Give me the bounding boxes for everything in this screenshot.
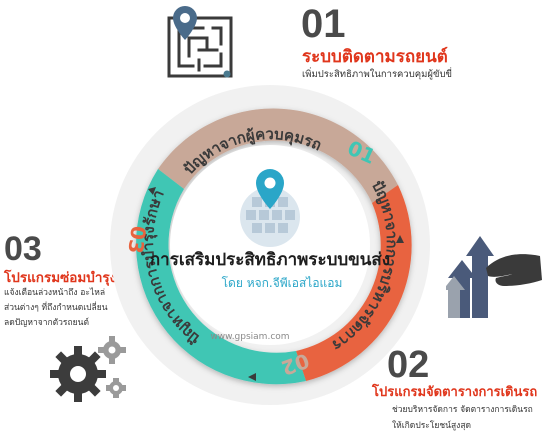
cycle-ring: ปัญหาจากผู้ควบคุมรถ ปัญหาจากการบริหารจัด… [110, 85, 430, 405]
map-pin-globe-icon [240, 169, 300, 247]
ring-segment-02 [296, 185, 412, 381]
section-03-desc-2: ส่วนต่างๆ ที่ถึงกำหนดเปลี่ยน [4, 303, 108, 313]
growth-arrows-hand-icon [446, 236, 542, 318]
watermark: www.gpsiam.com [210, 332, 289, 342]
ring-segment-03 [136, 169, 306, 385]
section-02-desc-2: ให้เกิดประโยชน์สูงสุด [392, 421, 472, 431]
section-01-number: 01 [301, 2, 346, 46]
section-03-title: โปรแกรมซ่อมบำรุง [4, 270, 117, 286]
arrow-marker-icon [248, 373, 256, 381]
arrow-marker-icon [396, 235, 404, 243]
arrow-marker-icon [148, 187, 156, 195]
section-01-desc: เพิ่มประสิทธิภาพในการควบคุมผู้ขับขี่ [302, 69, 452, 80]
section-02-number: 02 [387, 344, 430, 386]
section-03-desc-3: ลดปัญหาจากตัวรถยนต์ [4, 318, 89, 328]
section-01-title: ระบบติดตามรถยนต์ [302, 47, 448, 67]
gears-icon [50, 336, 126, 402]
section-03-number: 03 [4, 230, 42, 268]
ring-segment-01 [158, 108, 398, 203]
section-03-desc-1: แจ้งเตือนล่วงหน้าถึง อะไหล่ [4, 288, 106, 298]
center-title: การเสริมประสิทธิภาพระบบขนส่ง [150, 250, 390, 270]
maze-map-pin-icon [167, 6, 233, 78]
section-02-desc-1: ช่วยบริหารจัดการ จัดตารางการเดินรถ [392, 405, 533, 415]
center-subtitle: โดย หจก.จีพีเอสไอแอม [222, 276, 343, 290]
section-02-title: โปรแกรมจัดตารางการเดินรถ [372, 385, 538, 400]
ring-number-03: 03 [123, 224, 151, 255]
